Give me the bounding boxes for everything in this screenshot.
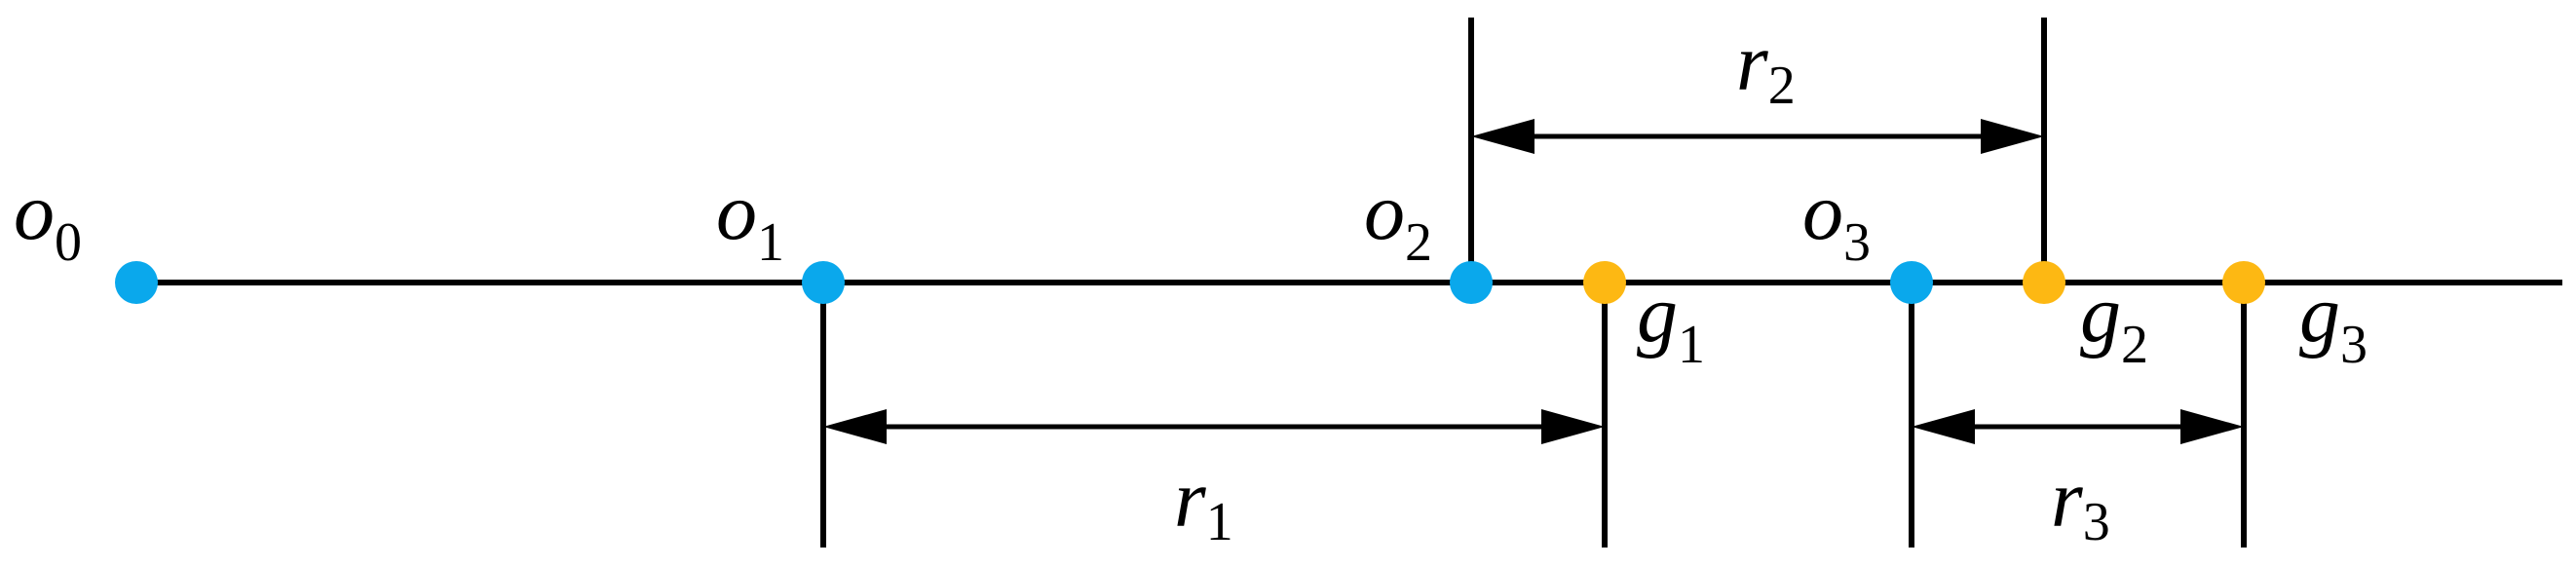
dimension-r1-subscript: 1 xyxy=(1206,492,1233,552)
label-g3: g xyxy=(2299,269,2340,359)
label-o1: o xyxy=(716,167,757,257)
point-o2 xyxy=(1450,261,1493,304)
label-o2: o xyxy=(1364,167,1405,257)
svg-text:g1: g1 xyxy=(1637,269,1705,375)
dimension-r2-label: r xyxy=(1736,18,1768,108)
label-o3: o xyxy=(1802,167,1843,257)
label-o0-subscript: 0 xyxy=(55,212,82,273)
point-o1 xyxy=(802,261,845,304)
label-g2: g xyxy=(2080,269,2121,359)
svg-text:g2: g2 xyxy=(2080,269,2148,375)
dimension-r2: r2 xyxy=(1471,18,2044,154)
dimension-r1-label: r xyxy=(1174,454,1206,545)
point-o3 xyxy=(1890,261,1933,304)
point-g3 xyxy=(2222,261,2265,304)
point-g1 xyxy=(1583,261,1626,304)
dimension-r3-subscript: 3 xyxy=(2083,492,2110,552)
svg-text:o3: o3 xyxy=(1802,167,1871,273)
dimension-r1-arrowhead-left xyxy=(823,409,887,444)
svg-text:g3: g3 xyxy=(2299,269,2368,375)
svg-text:r1: r1 xyxy=(1174,454,1233,552)
dimension-r2-subscript: 2 xyxy=(1768,56,1796,116)
point-o0 xyxy=(115,261,158,304)
label-o1-subscript: 1 xyxy=(757,212,784,273)
svg-text:o2: o2 xyxy=(1364,167,1432,273)
dimension-r3-label: r xyxy=(2051,454,2083,545)
dimension-r2-arrowhead-right xyxy=(1981,119,2044,154)
dimension-r1-arrowhead-right xyxy=(1541,409,1605,444)
dimension-r3: r3 xyxy=(1912,409,2244,552)
svg-text:r3: r3 xyxy=(2051,454,2110,552)
svg-text:o1: o1 xyxy=(716,167,784,273)
dimension-r2-arrowhead-left xyxy=(1471,119,1534,154)
label-o3-subscript: 3 xyxy=(1843,212,1871,273)
label-g1-subscript: 1 xyxy=(1678,315,1705,375)
label-g1: g xyxy=(1637,269,1678,359)
label-o2-subscript: 2 xyxy=(1405,212,1432,273)
dimension-r3-arrowhead-left xyxy=(1912,409,1975,444)
svg-text:r2: r2 xyxy=(1736,18,1796,116)
svg-text:o0: o0 xyxy=(14,167,82,273)
point-g2 xyxy=(2023,261,2065,304)
label-o0: o xyxy=(14,167,55,257)
label-g3-subscript: 3 xyxy=(2340,315,2368,375)
dimension-r1: r1 xyxy=(823,409,1605,552)
dimension-r3-arrowhead-right xyxy=(2180,409,2244,444)
label-g2-subscript: 2 xyxy=(2121,315,2148,375)
